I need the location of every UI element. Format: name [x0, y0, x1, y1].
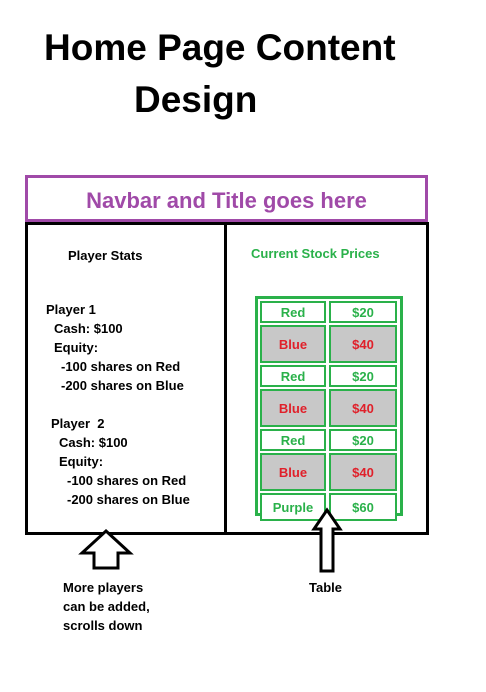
stock-name-cell: Blue	[260, 325, 326, 363]
player-2-holding-2: -200 shares on Blue	[67, 492, 190, 507]
player-2-holding-1: -100 shares on Red	[67, 473, 187, 488]
stock-price-cell: $40	[329, 325, 397, 363]
stock-name-cell: Blue	[260, 453, 326, 491]
stock-name-cell: Red	[260, 365, 326, 387]
up-arrow-shape	[78, 528, 134, 570]
stock-price-cell: $20	[329, 301, 397, 323]
player-1-holding-2: -200 shares on Blue	[61, 378, 184, 393]
players-note-line-2: can be added,	[63, 599, 150, 614]
player-2-name: Player 2	[51, 416, 105, 431]
stock-price-cell: $20	[329, 429, 397, 451]
navbar-box: Navbar and Title goes here	[25, 175, 428, 222]
player-1-name: Player 1	[46, 302, 96, 317]
content-panel	[25, 222, 429, 535]
player-2-equity: Equity:	[59, 454, 104, 469]
stock-prices-heading: Current Stock Prices	[251, 246, 380, 261]
player-1-equity: Equity:	[54, 340, 99, 355]
player-1-holding-1: -100 shares on Red	[61, 359, 181, 374]
player-2-cash: Cash: $100	[59, 435, 128, 450]
players-arrow	[78, 528, 134, 570]
up-arrow-shape	[311, 507, 343, 573]
players-note-line-3: scrolls down	[63, 618, 143, 633]
stock-name-cell: Blue	[260, 389, 326, 427]
navbar-label: Navbar and Title goes here	[86, 188, 367, 213]
panel-divider	[224, 222, 227, 535]
stock-price-cell: $20	[329, 365, 397, 387]
player-stats-heading: Player Stats	[68, 248, 143, 263]
stock-price-cell: $40	[329, 453, 397, 491]
stock-price-cell: $60	[329, 493, 397, 521]
page-title-line-2: Design	[134, 79, 258, 120]
stock-name-cell: Red	[260, 429, 326, 451]
players-note-line-1: More players	[63, 580, 144, 595]
stock-price-cell: $40	[329, 389, 397, 427]
table-arrow	[311, 507, 343, 573]
stock-name-cell: Red	[260, 301, 326, 323]
player-1-cash: Cash: $100	[54, 321, 123, 336]
table-note: Table	[309, 580, 342, 595]
stock-name-cell: Purple	[260, 493, 326, 521]
page-title-line-1: Home Page Content	[44, 27, 396, 68]
